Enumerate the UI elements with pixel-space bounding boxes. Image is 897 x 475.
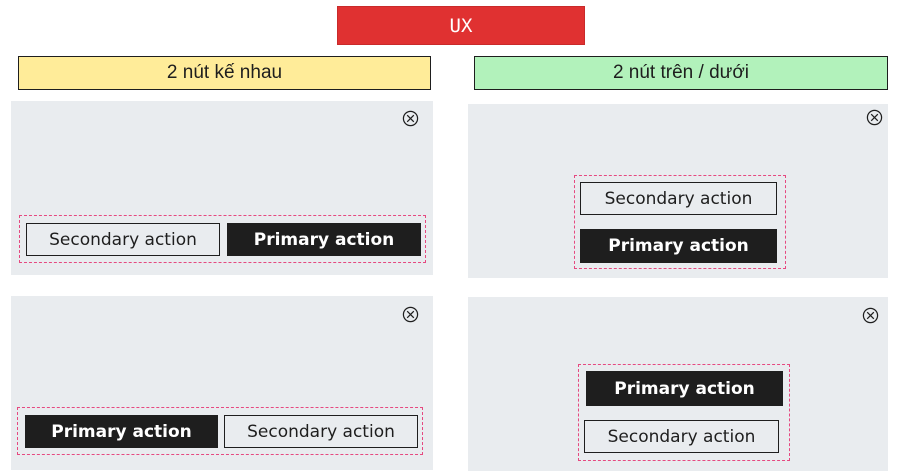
- secondary-action-button[interactable]: Secondary action: [584, 420, 779, 453]
- button-group: Primary action Secondary action: [578, 364, 790, 461]
- primary-action-button[interactable]: Primary action: [580, 229, 777, 263]
- right-column-label: 2 nút trên / dưới: [474, 56, 888, 90]
- primary-action-button[interactable]: Primary action: [227, 223, 421, 256]
- diagram-title: UX: [337, 6, 585, 45]
- close-icon[interactable]: [862, 307, 879, 324]
- close-icon[interactable]: [866, 109, 883, 126]
- button-group: Primary action Secondary action: [17, 407, 423, 455]
- panel-side-by-side-primary-first: Primary action Secondary action: [11, 296, 433, 470]
- button-group: Secondary action Primary action: [19, 215, 426, 263]
- secondary-action-button[interactable]: Secondary action: [26, 223, 220, 256]
- secondary-action-button[interactable]: Secondary action: [224, 415, 418, 448]
- primary-action-button[interactable]: Primary action: [25, 415, 218, 448]
- button-group: Secondary action Primary action: [574, 175, 786, 269]
- secondary-action-button[interactable]: Secondary action: [580, 182, 777, 215]
- close-icon[interactable]: [402, 110, 419, 127]
- primary-action-button[interactable]: Primary action: [586, 371, 783, 406]
- left-column-label: 2 nút kế nhau: [18, 56, 431, 90]
- panel-stacked-primary-top: Primary action Secondary action: [468, 297, 888, 471]
- panel-stacked-secondary-top: Secondary action Primary action: [468, 104, 888, 278]
- close-icon[interactable]: [402, 306, 419, 323]
- panel-side-by-side-secondary-first: Secondary action Primary action: [11, 101, 433, 275]
